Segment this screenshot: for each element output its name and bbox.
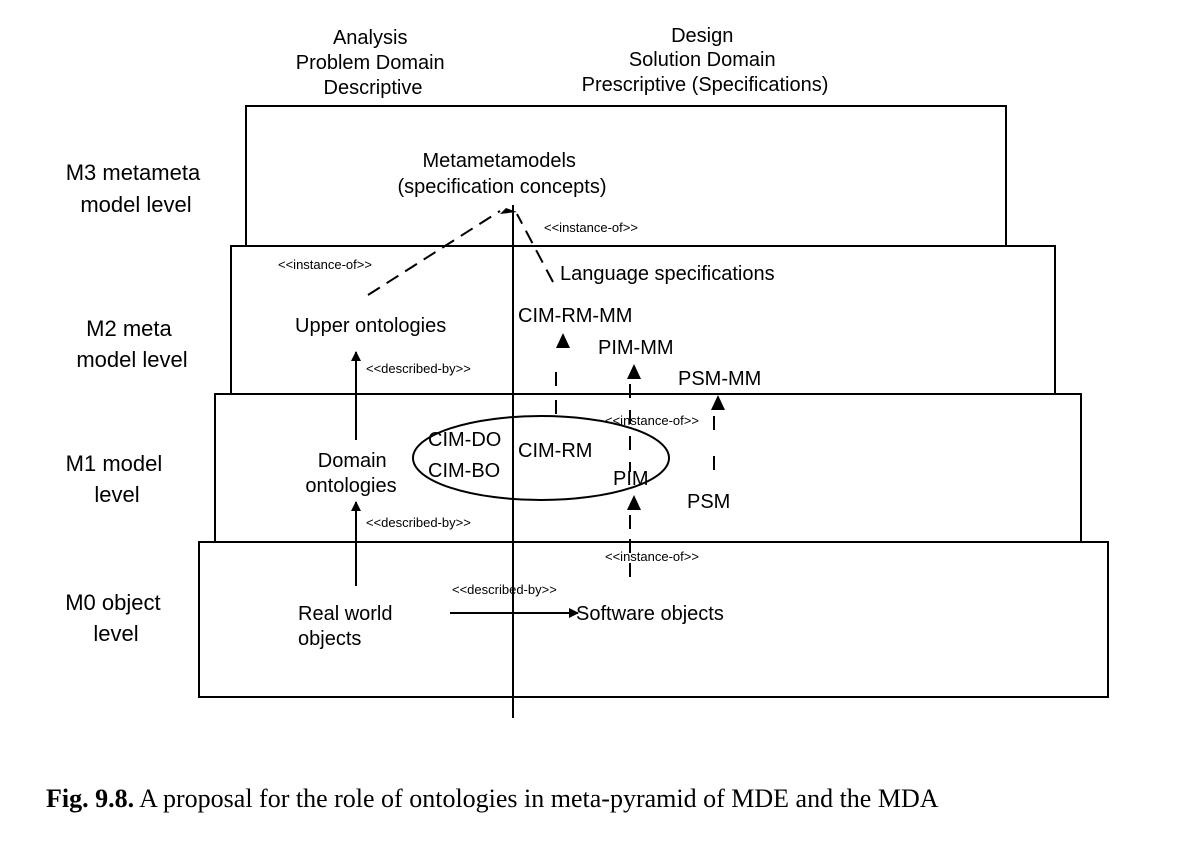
figure-label: Fig. 9.8.	[46, 784, 135, 813]
m2-level-label: M2 meta model level	[76, 316, 187, 372]
cim-rm-mm-triangle	[556, 333, 570, 348]
m3-level-label: M3 metameta model level	[66, 160, 207, 217]
language-specifications-node: Language specifications	[560, 263, 775, 285]
real-world-objects-node: Real world objects	[298, 603, 398, 650]
instance-of-label-m2-left: <<instance-of>>	[278, 257, 372, 272]
m1-level-label: M1 model level	[66, 451, 169, 507]
cim-do-node: CIM-DO	[428, 429, 501, 451]
upper-ontologies-node: Upper ontologies	[295, 315, 446, 337]
m0-box	[198, 541, 1109, 698]
central-axis-arrowhead	[500, 208, 517, 214]
psm-mm-triangle	[711, 395, 725, 410]
pim-triangle	[627, 495, 641, 510]
described-by-label-m1: <<described-by>>	[366, 515, 471, 530]
software-objects-node: Software objects	[576, 603, 724, 625]
figure-caption-text: A proposal for the role of ontologies in…	[134, 784, 939, 813]
cim-rm-node: CIM-RM	[518, 440, 592, 462]
metametamodels-node: Metametamodels (specification concepts)	[398, 150, 607, 198]
pim-mm-node: PIM-MM	[598, 337, 674, 359]
meta-pyramid-diagram: Analysis Problem Domain Descriptive Desi…	[65, 25, 1109, 718]
m0-level-label: M0 object level	[65, 590, 167, 646]
domain-ontologies-node: Domain ontologies	[305, 450, 396, 497]
described-by-label-m0: <<described-by>>	[452, 582, 557, 597]
instance-of-label-m1: <<instance-of>>	[605, 413, 699, 428]
instance-of-label-m3: <<instance-of>>	[544, 220, 638, 235]
design-header: Design Solution Domain Prescriptive (Spe…	[582, 25, 829, 96]
described-by-label-m2: <<described-by>>	[366, 361, 471, 376]
cim-bo-node: CIM-BO	[428, 460, 500, 482]
pim-node: PIM	[613, 468, 649, 490]
langspec-to-metametamodels-dashed	[516, 213, 554, 283]
instance-of-label-m0: <<instance-of>>	[605, 549, 699, 564]
pim-mm-triangle	[627, 364, 641, 379]
figure-caption: Fig. 9.8. A proposal for the role of ont…	[46, 783, 1156, 814]
analysis-header: Analysis Problem Domain Descriptive	[296, 27, 451, 99]
psm-node: PSM	[687, 491, 730, 513]
upper-to-metametamodels-dashed	[367, 210, 501, 296]
cim-rm-mm-node: CIM-RM-MM	[518, 305, 632, 327]
psm-mm-node: PSM-MM	[678, 368, 761, 390]
cim-ellipse	[412, 415, 670, 501]
